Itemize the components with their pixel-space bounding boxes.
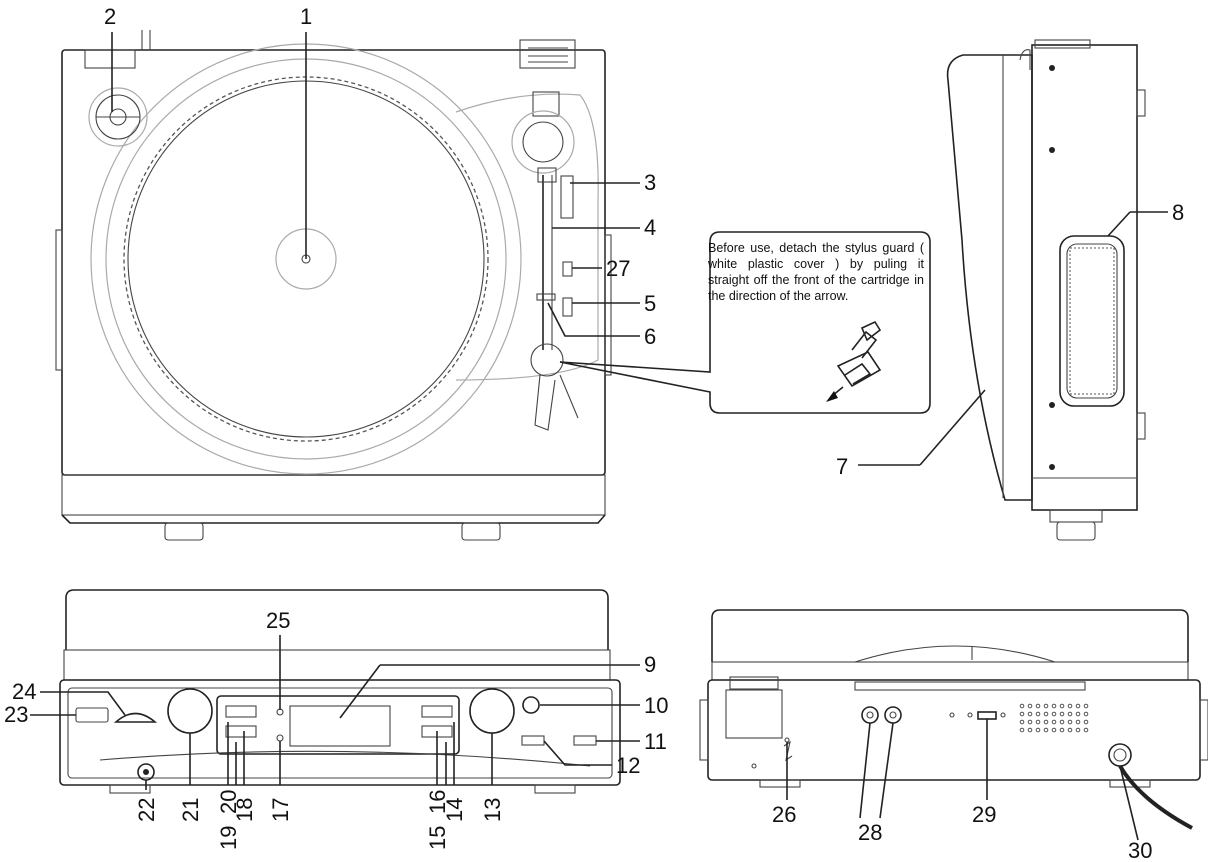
- callout-6: 6: [644, 324, 656, 349]
- callout-23: 23: [4, 702, 28, 727]
- callout-19: 19: [216, 826, 241, 850]
- stylus-guard-illustration: [826, 320, 882, 402]
- front-view: [59, 589, 621, 794]
- callout-26: 26: [772, 802, 796, 827]
- callout-13: 13: [480, 798, 505, 822]
- callout-14: 14: [442, 798, 467, 822]
- callout-17: 17: [268, 798, 293, 822]
- callout-3: 3: [644, 170, 656, 195]
- callout-1: 1: [300, 4, 312, 29]
- top-view: [55, 30, 612, 541]
- front-leader-lines: [30, 635, 640, 790]
- callout-15: 15: [425, 826, 450, 850]
- callout-28: 28: [858, 820, 882, 845]
- callout-12: 12: [616, 753, 640, 778]
- callout-27: 27: [606, 256, 630, 281]
- vent-holes: [1019, 703, 1089, 733]
- callout-25: 25: [266, 608, 290, 633]
- side-leader-lines: [858, 211, 1168, 466]
- callout-labels: 1 2 3 4 27 5 6 7 8 25 9 10 11 12 24 23 2…: [4, 4, 1184, 862]
- callout-21: 21: [178, 798, 203, 822]
- side-view: [946, 39, 1146, 541]
- callout-20: 20: [216, 790, 241, 814]
- back-view: [699, 609, 1208, 830]
- top-leader-lines: [111, 32, 640, 337]
- callout-16: 16: [425, 790, 450, 814]
- callout-7: 7: [836, 454, 848, 479]
- callout-9: 9: [644, 652, 656, 677]
- back-leader-lines: [786, 719, 1139, 841]
- stylus-note-box: [559, 231, 931, 414]
- callout-30: 30: [1128, 838, 1152, 862]
- callout-18: 18: [232, 798, 257, 822]
- callout-29: 29: [972, 802, 996, 827]
- callout-2: 2: [104, 4, 116, 29]
- callout-8: 8: [1172, 200, 1184, 225]
- callout-22: 22: [134, 798, 159, 822]
- callout-10: 10: [644, 693, 668, 718]
- callout-24: 24: [12, 679, 36, 704]
- callout-11: 11: [644, 729, 667, 754]
- callout-4: 4: [644, 215, 656, 240]
- stylus-guard-note: Before use, detach the stylus guard ( wh…: [708, 241, 924, 303]
- callout-5: 5: [644, 291, 656, 316]
